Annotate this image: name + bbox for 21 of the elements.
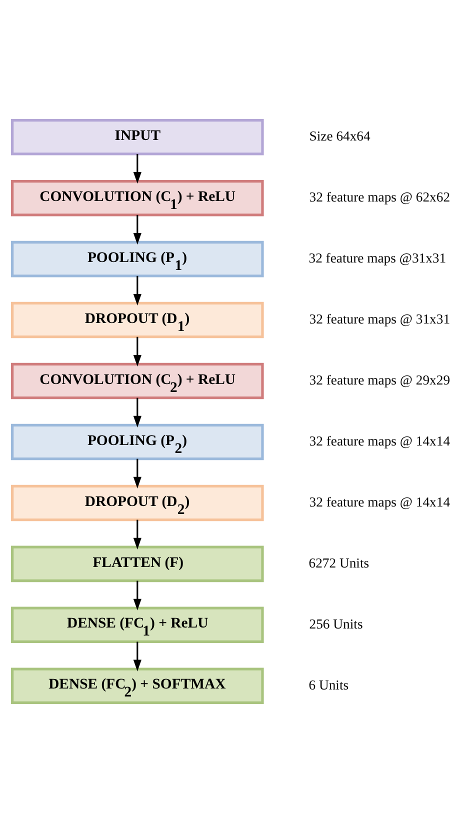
arrow [133, 154, 142, 184]
arrow [133, 336, 142, 367]
node-label: 32 feature maps @ 31x31 [309, 312, 450, 327]
node-box: FLATTEN (F) [10, 546, 264, 582]
node-label: 32 feature maps @31x31 [308, 250, 446, 266]
arrow [133, 458, 142, 488]
node-label: 6272 Units [308, 556, 370, 571]
node-label: 32 feature maps @ 62x62 [309, 190, 450, 205]
arrow [133, 642, 142, 672]
node-box: INPUT [10, 119, 264, 156]
arrow [133, 214, 142, 245]
node-label: 32 feature maps @ 14x14 [309, 434, 450, 449]
node-label: 32 feature maps @ 14x14 [309, 494, 450, 510]
node-label: Size 64x64 [309, 128, 370, 144]
node-label: 256 Units [309, 616, 363, 632]
node-label: 6 Units [308, 677, 349, 692]
arrow [133, 580, 142, 610]
arrow [133, 276, 142, 306]
node-label: 32 feature maps @ 29x29 [309, 372, 450, 388]
arrow [133, 520, 142, 550]
arrow [133, 398, 142, 428]
